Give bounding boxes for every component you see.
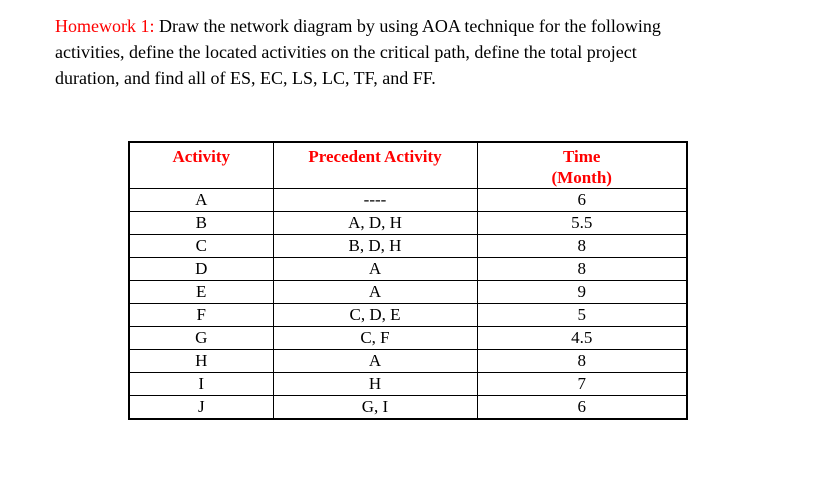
cell-time: 8 — [476, 349, 688, 373]
homework-prompt: Homework 1: Draw the network diagram by … — [55, 13, 735, 91]
table-row: E A 9 — [128, 280, 688, 304]
cell-activity: H — [128, 349, 274, 373]
cell-precedent: G, I — [272, 395, 478, 419]
prompt-line-3: duration, and find all of ES, EC, LS, LC… — [55, 68, 436, 88]
cell-time: 5.5 — [476, 211, 688, 235]
cell-time: 5 — [476, 303, 688, 327]
activity-table: Activity Precedent Activity Time (Month)… — [128, 141, 688, 420]
table-row: H A 8 — [128, 349, 688, 373]
cell-activity: I — [128, 372, 274, 396]
cell-activity: E — [128, 280, 274, 304]
cell-time: 7 — [476, 372, 688, 396]
col-header-time-line1: Time — [563, 147, 601, 166]
homework-label: Homework 1: — [55, 16, 155, 36]
table-row: D A 8 — [128, 257, 688, 281]
cell-precedent: B, D, H — [272, 234, 478, 258]
cell-precedent: A — [272, 280, 478, 304]
cell-time: 8 — [476, 234, 688, 258]
prompt-line-1: Homework 1: Draw the network diagram by … — [55, 13, 735, 39]
cell-time: 6 — [476, 395, 688, 419]
cell-precedent: C, D, E — [272, 303, 478, 327]
cell-precedent: A — [272, 349, 478, 373]
cell-activity: G — [128, 326, 274, 350]
table-row: A ---- 6 — [128, 188, 688, 212]
cell-activity: C — [128, 234, 274, 258]
col-header-time: Time (Month) — [476, 141, 688, 189]
table-row: F C, D, E 5 — [128, 303, 688, 327]
cell-activity: F — [128, 303, 274, 327]
cell-time: 6 — [476, 188, 688, 212]
cell-activity: J — [128, 395, 274, 419]
table-row: I H 7 — [128, 372, 688, 396]
table-row: J G, I 6 — [128, 395, 688, 419]
cell-time: 4.5 — [476, 326, 688, 350]
cell-precedent: H — [272, 372, 478, 396]
cell-time: 8 — [476, 257, 688, 281]
cell-precedent: C, F — [272, 326, 478, 350]
table-row: C B, D, H 8 — [128, 234, 688, 258]
prompt-line-2: activities, define the located activitie… — [55, 42, 637, 62]
cell-activity: D — [128, 257, 274, 281]
table-row: B A, D, H 5.5 — [128, 211, 688, 235]
col-header-time-line2: (Month) — [551, 168, 612, 187]
col-header-activity: Activity — [128, 141, 274, 189]
cell-precedent: A, D, H — [272, 211, 478, 235]
cell-activity: B — [128, 211, 274, 235]
cell-activity: A — [128, 188, 274, 212]
prompt-line-1-text: Draw the network diagram by using AOA te… — [154, 16, 661, 36]
col-header-precedent-activity: Precedent Activity — [272, 141, 478, 189]
cell-precedent: A — [272, 257, 478, 281]
table-row: G C, F 4.5 — [128, 326, 688, 350]
cell-precedent: ---- — [272, 188, 478, 212]
table-header-row: Activity Precedent Activity Time (Month) — [128, 141, 688, 189]
cell-time: 9 — [476, 280, 688, 304]
